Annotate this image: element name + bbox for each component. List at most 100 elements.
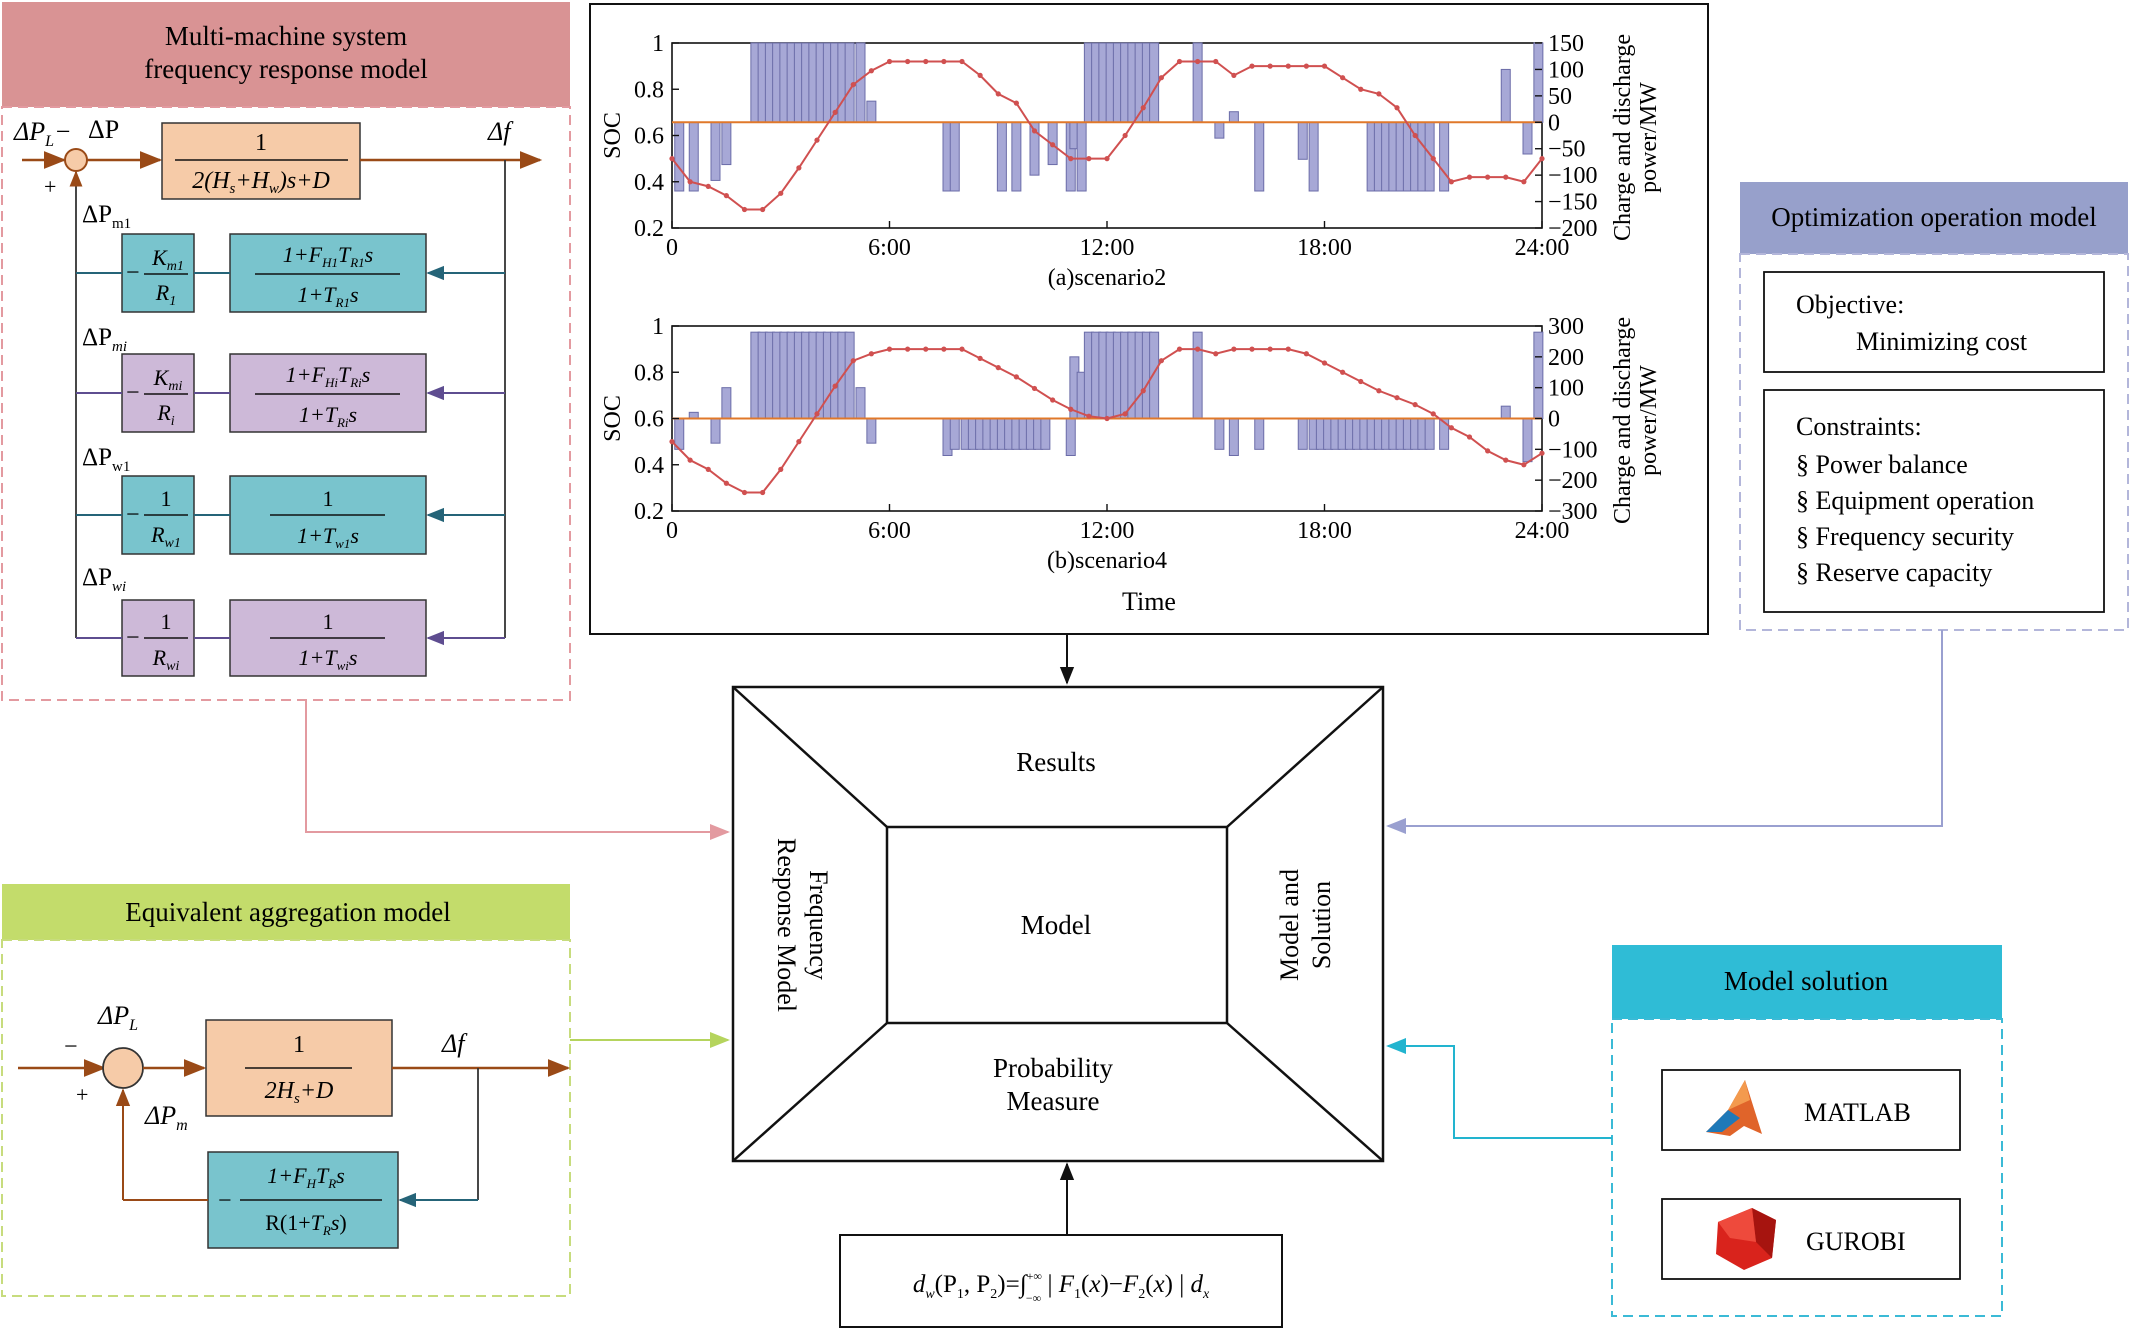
soc-point <box>1249 63 1255 69</box>
row-m1-label: ΔPm1 <box>82 201 131 232</box>
right-tick-label: −100 <box>1548 163 1598 189</box>
soc-point <box>1249 346 1255 352</box>
soc-point <box>1267 346 1273 352</box>
soc-point <box>687 457 693 463</box>
left-tick-label: 0.8 <box>634 360 664 386</box>
multi-machine-header <box>2 2 570 107</box>
row-mi-label: ΔPmi <box>82 324 127 355</box>
feedback-row-mi: ΔPmi − Kmi Ri 1+FHiTRis 1+TRis <box>76 324 505 433</box>
soc-point <box>941 58 947 65</box>
right-tick-label: −100 <box>1548 437 1598 463</box>
soc-point <box>1321 63 1328 69</box>
x-tick-label: 24:00 <box>1515 518 1570 544</box>
matlab-box <box>1661 1069 1961 1151</box>
equivalent-title: Equivalent aggregation model <box>125 897 450 927</box>
main-block-denominator: 2(Hs+Hw)s+D <box>192 168 330 197</box>
soc-point <box>1285 346 1291 352</box>
power-bar <box>1040 418 1051 450</box>
x-tick-label: 6:00 <box>868 235 911 261</box>
equivalent-panel: Equivalent aggregation model − + ΔPL ΔPm… <box>1 884 571 1297</box>
power-bar <box>1424 418 1435 450</box>
soc-point <box>1412 402 1418 408</box>
constraint-4: § Reserve capacity <box>1796 558 1992 587</box>
gurobi-label: GUROBI <box>1806 1227 1906 1256</box>
multi-machine-panel: Multi-machine system frequency response … <box>1 2 571 701</box>
svg-text:−: − <box>126 260 140 286</box>
svg-text:Km1: Km1 <box>151 245 184 274</box>
soc-point <box>1068 406 1074 412</box>
svg-text:2Hs+D: 2Hs+D <box>265 1078 334 1107</box>
soc-point <box>1340 75 1346 81</box>
frame-results: Results <box>1016 747 1096 777</box>
svg-text:−: − <box>64 1034 78 1060</box>
soc-point <box>832 383 838 389</box>
soc-point <box>796 439 802 445</box>
soc-point <box>905 346 911 352</box>
multi-dPL-label: ΔPL− <box>13 117 72 150</box>
power-bar <box>1192 331 1203 419</box>
frame-frequency: Frequency <box>804 870 833 980</box>
soc-point <box>814 411 820 417</box>
power-bar <box>1297 418 1308 450</box>
left-tick-label: 0.2 <box>634 499 664 525</box>
power-bar <box>1228 111 1239 123</box>
svg-text:−: − <box>126 380 140 406</box>
gurobi-box <box>1661 1198 1961 1280</box>
power-bar <box>866 100 877 123</box>
soc-point <box>1086 156 1092 162</box>
solution-title: Model solution <box>1724 966 1889 996</box>
soc-point <box>1485 448 1491 454</box>
multi-df-label: Δf <box>487 117 514 146</box>
frame-response-model: Response Model <box>772 838 801 1012</box>
soc-point <box>1158 75 1164 81</box>
power-bar <box>1297 121 1308 160</box>
soc-point <box>1213 351 1219 357</box>
soc-point <box>1539 450 1545 456</box>
row-wi-label: ΔPwi <box>82 564 126 595</box>
svg-text:−: − <box>126 625 140 651</box>
equiv-df-label: Δf <box>441 1029 468 1058</box>
equivalent-header <box>2 884 570 940</box>
power-bar <box>1533 42 1544 123</box>
power-bar <box>1254 121 1265 192</box>
right-axis-label-line2: power/MW <box>1636 82 1662 193</box>
power-bar <box>1533 331 1544 419</box>
left-tick-label: 0.4 <box>634 170 664 196</box>
power-bar <box>1522 418 1533 463</box>
soc-point <box>1285 63 1291 69</box>
soc-point <box>977 355 983 361</box>
power-bar <box>996 121 1007 192</box>
power-bar <box>721 387 732 419</box>
soc-point <box>1140 388 1146 394</box>
soc-point <box>705 183 711 189</box>
power-bar <box>1011 121 1022 192</box>
left-tick-label: 0.6 <box>634 124 664 150</box>
power-bar <box>710 418 721 444</box>
left-tick-label: 1 <box>652 314 664 340</box>
x-tick-label: 18:00 <box>1297 518 1352 544</box>
right-axis-label-line2: power/MW <box>1636 365 1662 476</box>
right-tick-label: 150 <box>1548 31 1584 57</box>
multi-machine-dashed-border <box>1 106 571 701</box>
connector-multi-to-frame <box>305 700 730 840</box>
soc-point <box>977 72 983 78</box>
soc-point <box>1503 457 1509 463</box>
x-tick-label: 18:00 <box>1297 235 1352 261</box>
svg-text:Objective:: Objective: <box>1796 290 1904 319</box>
soc-point <box>1321 360 1328 366</box>
soc-point <box>1376 388 1382 394</box>
soc-point <box>1376 91 1382 97</box>
x-tick-label: 12:00 <box>1080 235 1135 261</box>
soc-point <box>1213 58 1219 65</box>
frame-probability: Probability <box>993 1053 1113 1083</box>
soc-point <box>941 346 947 352</box>
svg-text:1: 1 <box>161 609 172 634</box>
soc-point <box>814 137 820 143</box>
soc-point <box>778 466 784 472</box>
soc-point <box>1122 132 1128 139</box>
soc-point <box>1394 105 1400 111</box>
connector-opt-to-frame <box>1386 630 1943 834</box>
left-tick-label: 0.6 <box>634 407 664 433</box>
right-axis-label-line1: Charge and discharge <box>1610 317 1636 524</box>
